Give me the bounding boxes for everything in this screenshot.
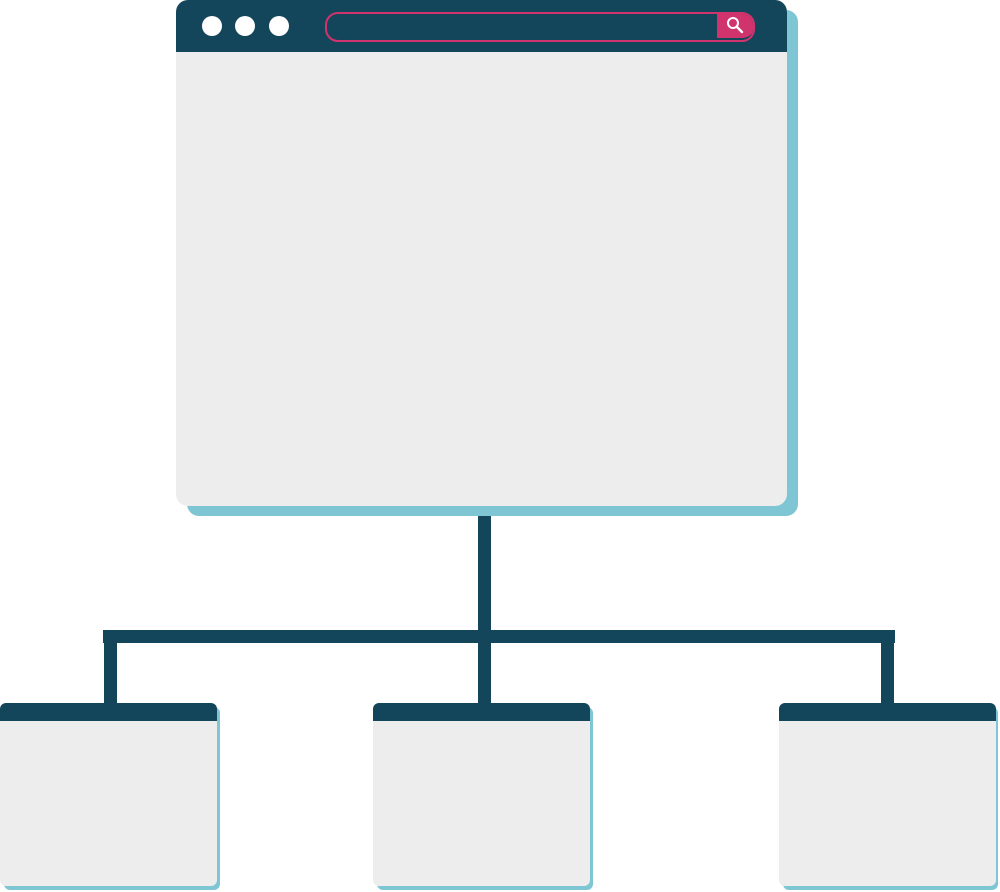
child-window-left-titlebar [0, 703, 217, 721]
search-button[interactable] [717, 14, 753, 38]
child-window-middle-titlebar [373, 703, 590, 721]
window-control-dot-2[interactable] [235, 16, 255, 36]
connector-trunk [478, 516, 491, 636]
search-input[interactable] [325, 12, 755, 42]
child-window-middle [373, 703, 590, 886]
window-control-dot-3[interactable] [269, 16, 289, 36]
search-icon [727, 17, 744, 34]
connector-horizontal [103, 630, 895, 643]
connector-right-drop [881, 630, 894, 706]
window-control-dot-1[interactable] [202, 16, 222, 36]
main-window-content [176, 52, 787, 506]
child-window-left [0, 703, 217, 886]
connector-middle-drop [478, 630, 491, 706]
child-window-right [779, 703, 996, 886]
main-browser-window [176, 0, 787, 506]
main-window-titlebar [176, 0, 787, 52]
child-window-right-titlebar [779, 703, 996, 721]
connector-left-drop [104, 630, 117, 706]
